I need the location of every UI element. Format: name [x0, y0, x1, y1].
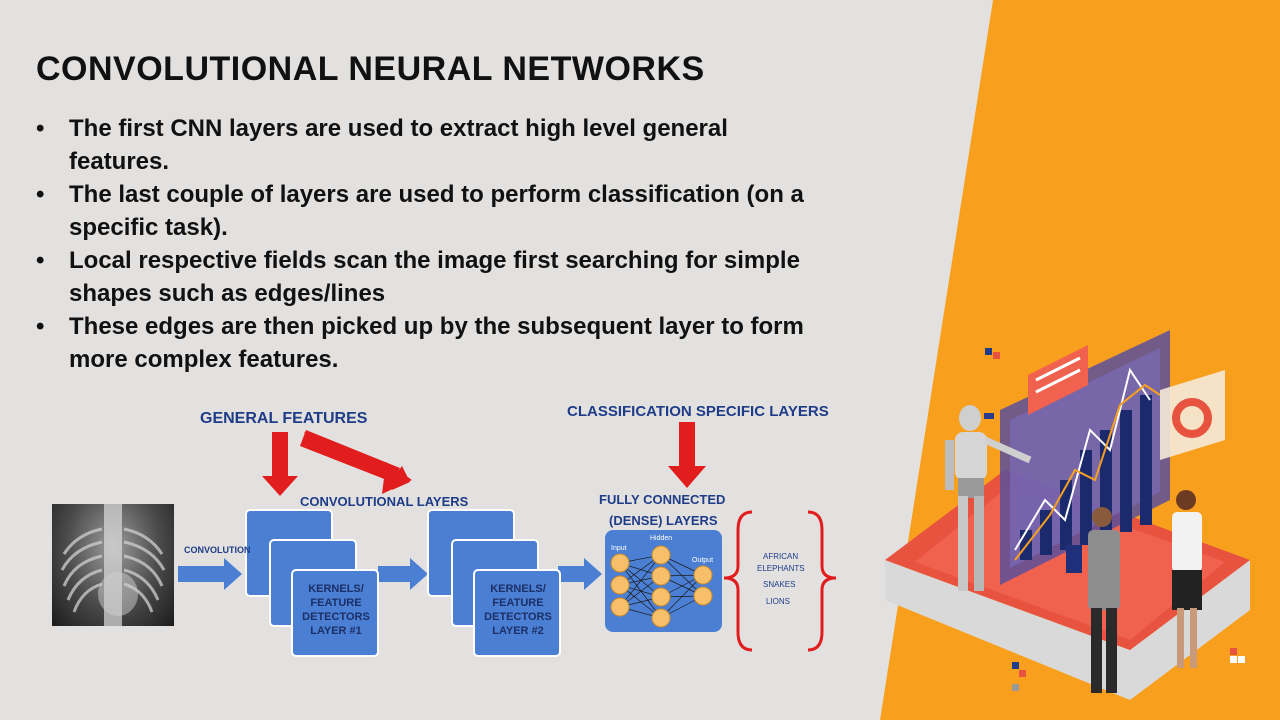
class-label: SNAKES — [763, 580, 796, 589]
pixel-decoration-bottom — [1012, 662, 1026, 691]
bullet-item: • These edges are then picked up by the … — [36, 310, 956, 376]
bullet-text: The last couple of layers are used to pe… — [69, 181, 804, 208]
platform-side — [885, 560, 1250, 700]
right-brace — [807, 510, 837, 652]
bullet-item: • The first CNN layers are used to extra… — [36, 112, 956, 178]
donut-chart — [1172, 398, 1212, 438]
class-label: ELEPHANTS — [757, 564, 805, 573]
kernel-stack-2 — [427, 509, 561, 657]
bullet-list: • The first CNN layers are used to extra… — [36, 112, 956, 376]
pixel-decoration-right — [1230, 648, 1245, 663]
general-features-label: GENERAL FEATURES — [200, 410, 368, 427]
nn-hidden-label: Hidden — [650, 535, 673, 542]
man-figure — [1066, 507, 1120, 693]
bullet-text-cont: features. — [69, 148, 170, 175]
bullet-item: • Local respective fields scan the image… — [36, 244, 956, 310]
bullet-item: • The last couple of layers are used to … — [36, 178, 956, 244]
bullet-dot: • — [36, 247, 45, 274]
trend-line-white — [1014, 367, 1151, 551]
bullet-text-cont: more complex features. — [69, 346, 339, 373]
dense-layers-label: (DENSE) LAYERS — [609, 513, 718, 528]
bullet-dot: • — [36, 313, 45, 340]
bullet-text-cont: specific task). — [69, 214, 228, 241]
bullet-text: These edges are then picked up by the su… — [69, 313, 804, 340]
class-label: LIONS — [766, 597, 791, 606]
bullet-dot: • — [36, 115, 45, 142]
classification-layers-label: CLASSIFICATION SPECIFIC LAYERS — [567, 403, 829, 420]
class-label: AFRICAN — [763, 552, 799, 561]
convolutional-layers-label: CONVOLUTIONAL LAYERS — [300, 494, 469, 509]
bullet-text: The first CNN layers are used to extract… — [69, 115, 728, 142]
nn-output-label: Output — [692, 557, 714, 564]
bullet-dot: • — [36, 181, 45, 208]
pixel-decoration-top — [985, 348, 1000, 367]
bullet-text-cont: shapes such as edges/lines — [69, 280, 386, 307]
nn-input-label: Input — [611, 545, 627, 552]
left-brace — [723, 510, 753, 652]
slide-title: CONVOLUTIONAL NEURAL NETWORKS — [36, 50, 705, 88]
bullet-text: Local respective fields scan the image f… — [69, 247, 800, 274]
robot-figure — [945, 405, 1032, 591]
convolution-label: CONVOLUTION — [184, 545, 251, 555]
kernel-stack-1 — [245, 509, 379, 657]
trend-line-orange — [1014, 383, 1161, 561]
floating-panel-right — [1160, 370, 1225, 460]
xray-image — [52, 504, 174, 626]
fully-connected-label: FULLY CONNECTED — [599, 492, 726, 507]
woman-figure — [1172, 490, 1202, 668]
dense-network — [605, 530, 722, 632]
